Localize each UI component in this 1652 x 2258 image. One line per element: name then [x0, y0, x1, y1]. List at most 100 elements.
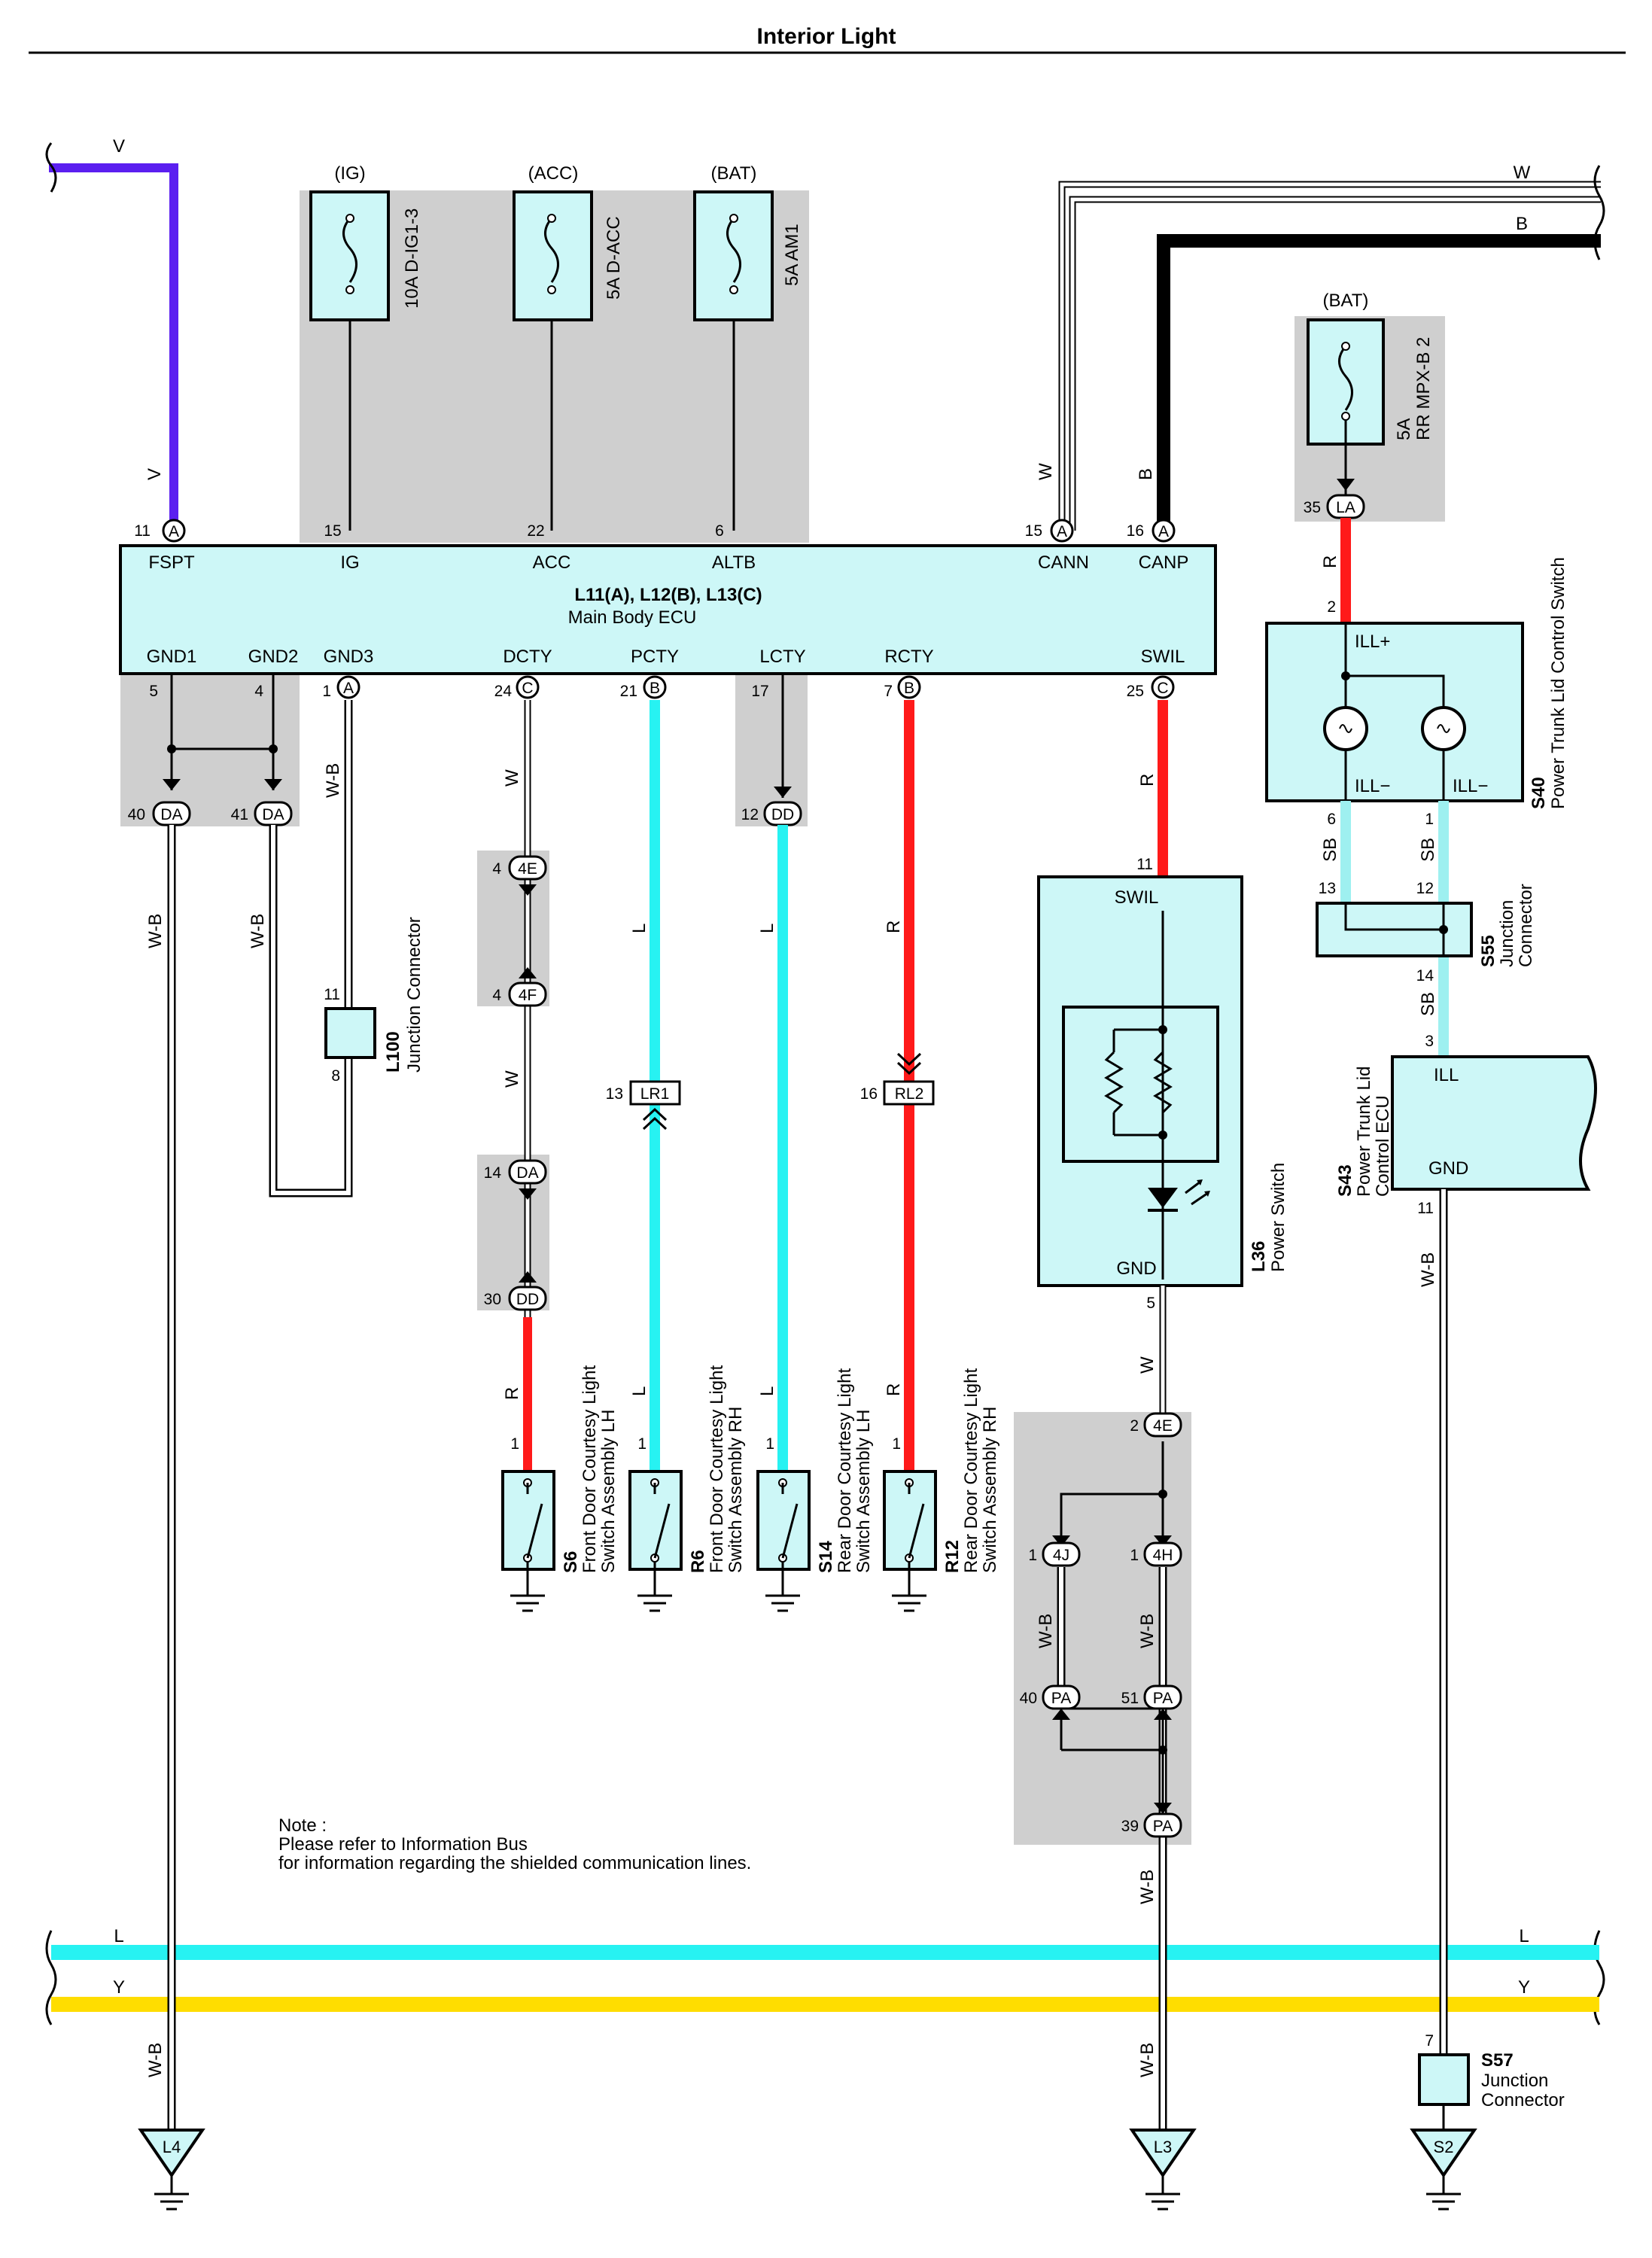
- l100-pin-top: 11: [324, 986, 340, 1003]
- wire-label-l-lcty2: L: [757, 1386, 777, 1396]
- l36-power-switch: [1037, 875, 1243, 1287]
- conn-dd-30: [508, 1286, 547, 1311]
- conn-lr1-id: LR1: [640, 1085, 670, 1103]
- conn-4e-bottom: [1143, 1412, 1182, 1438]
- s43-name2: Control ECU: [1373, 1095, 1393, 1197]
- s40-name: Power Trunk Lid Control Switch: [1548, 557, 1568, 809]
- junction-dot-gnd1: [167, 744, 176, 753]
- term-gnd2: GND2: [248, 647, 299, 667]
- conn-pa-51-id: PA: [1153, 1690, 1173, 1707]
- conn-da-14-pin: 14: [484, 1164, 502, 1182]
- pin-swil: 25: [1127, 683, 1144, 700]
- fuse-ig-source: (IG): [334, 163, 365, 184]
- conn-lr1: [629, 1080, 681, 1106]
- conn-rl2-pin: 16: [860, 1085, 878, 1103]
- wb-wires-left: [167, 700, 353, 2141]
- conn-la-35-pin: 35: [1304, 499, 1321, 516]
- bus-label-y-right: Y: [1518, 1977, 1530, 1998]
- term-ig: IG: [340, 552, 359, 573]
- ground-l3-label: L3: [1154, 2138, 1172, 2156]
- s6-name1: Front Door Courtesy Light: [580, 1365, 600, 1573]
- conn-da-40-pin: 40: [128, 806, 145, 823]
- l36-ground-wires: [1052, 1286, 1172, 2130]
- conn-4j: [1042, 1541, 1081, 1567]
- r12-code: R12: [942, 1540, 963, 1573]
- conn-4e-top-pin: 4: [492, 860, 501, 878]
- pin-rcty: 7: [884, 683, 893, 700]
- term-altb: ALTB: [712, 552, 756, 573]
- wire-label-sb-b: SB: [1418, 838, 1438, 862]
- pin-gnd2: 4: [254, 683, 263, 700]
- s43-ill: ILL: [1434, 1065, 1459, 1085]
- conn-da-41-id: DA: [262, 806, 284, 823]
- conn-pa-51: [1143, 1684, 1182, 1710]
- wire-label-r-dcty: R: [502, 1387, 522, 1400]
- conn-pa-40-pin: 40: [1020, 1690, 1037, 1707]
- pin-dcty: 24: [494, 683, 513, 700]
- fuse-acc-source: (ACC): [528, 163, 579, 184]
- l36-gnd: GND: [1116, 1258, 1156, 1279]
- fuse-ig: [309, 190, 390, 321]
- pin-fspt: 11: [134, 522, 151, 540]
- conn-la-35-id: LA: [1336, 499, 1355, 516]
- conn-c-swil: [1151, 675, 1175, 699]
- term-fspt: FSPT: [148, 552, 195, 573]
- ground-l4-label: L4: [163, 2138, 181, 2156]
- conn-c-dcty: [516, 675, 540, 699]
- conn-a-gnd3-label: A: [343, 680, 354, 697]
- s43-pin-ill: 3: [1425, 1033, 1434, 1050]
- conn-4f: [508, 981, 547, 1007]
- junction-dot-pa: [1158, 1745, 1167, 1754]
- term-cann: CANN: [1038, 552, 1089, 573]
- l100-junction-connector: [324, 1007, 376, 1059]
- ecu-name: L11(A), L12(B), L13(C): [574, 585, 762, 605]
- pin-ig: 15: [324, 522, 341, 540]
- s57-name2: Connector: [1481, 2090, 1565, 2110]
- l36-pin-in: 11: [1136, 856, 1153, 873]
- conn-b-rcty: [897, 675, 921, 699]
- conn-a-cann: [1050, 519, 1074, 543]
- fuse-rr-name2: RR MPX-B 2: [1413, 337, 1434, 440]
- conn-4h-id: 4H: [1153, 1547, 1173, 1564]
- conn-da-14: [508, 1159, 547, 1185]
- l36-code: L36: [1249, 1241, 1269, 1272]
- wire-label-w-dcty1: W: [502, 769, 522, 787]
- fuse-bat-source: (BAT): [711, 163, 757, 184]
- sb-wires: [1340, 801, 1449, 1057]
- wire-label-wb-4h: W-B: [1137, 1614, 1158, 1648]
- term-gnd1: GND1: [147, 647, 197, 667]
- fuse-ig-name: 10A D-IG1-3: [402, 208, 422, 309]
- term-acc: ACC: [533, 552, 571, 573]
- conn-dd-12-id: DD: [771, 806, 794, 823]
- pin-acc: 22: [527, 522, 544, 540]
- term-dcty: DCTY: [503, 647, 552, 667]
- wire-label-wb-4j: W-B: [1036, 1614, 1056, 1648]
- wire-label-v-vert: V: [145, 468, 165, 480]
- r6-name1: Front Door Courtesy Light: [707, 1365, 727, 1573]
- s6-pin: 1: [510, 1435, 519, 1453]
- conn-da-14-id: DA: [516, 1164, 538, 1182]
- s55-pin-c: 14: [1416, 967, 1434, 984]
- conn-lr1-pin: 13: [606, 1085, 623, 1103]
- conn-pa-51-pin: 51: [1121, 1690, 1139, 1707]
- s43-gnd: GND: [1428, 1158, 1468, 1179]
- l100-name: Junction Connector: [404, 917, 424, 1073]
- pin-gnd3: 1: [322, 683, 331, 700]
- wire-label-l-lcty1: L: [757, 924, 777, 933]
- s40-code: S40: [1529, 777, 1549, 809]
- wire-label-w-l36: W: [1137, 1356, 1158, 1374]
- wire-label-r-rcty1: R: [884, 921, 904, 933]
- conn-da-40-id: DA: [160, 806, 182, 823]
- pin-gnd1: 5: [149, 683, 158, 700]
- s43-code: S43: [1335, 1164, 1355, 1197]
- conn-4e-bottom-id: 4E: [1153, 1417, 1173, 1435]
- conn-4j-id: 4J: [1053, 1547, 1069, 1564]
- conn-b-pcty-label: B: [650, 680, 660, 697]
- conn-dd-30-pin: 30: [484, 1291, 501, 1308]
- conn-4f-pin: 4: [492, 987, 501, 1004]
- conn-pa-39: [1143, 1812, 1182, 1838]
- s43-trunk-ecu: [1391, 1055, 1597, 1191]
- s55-pin-a: 13: [1319, 880, 1336, 897]
- s6-name2: Switch Assembly LH: [598, 1410, 619, 1573]
